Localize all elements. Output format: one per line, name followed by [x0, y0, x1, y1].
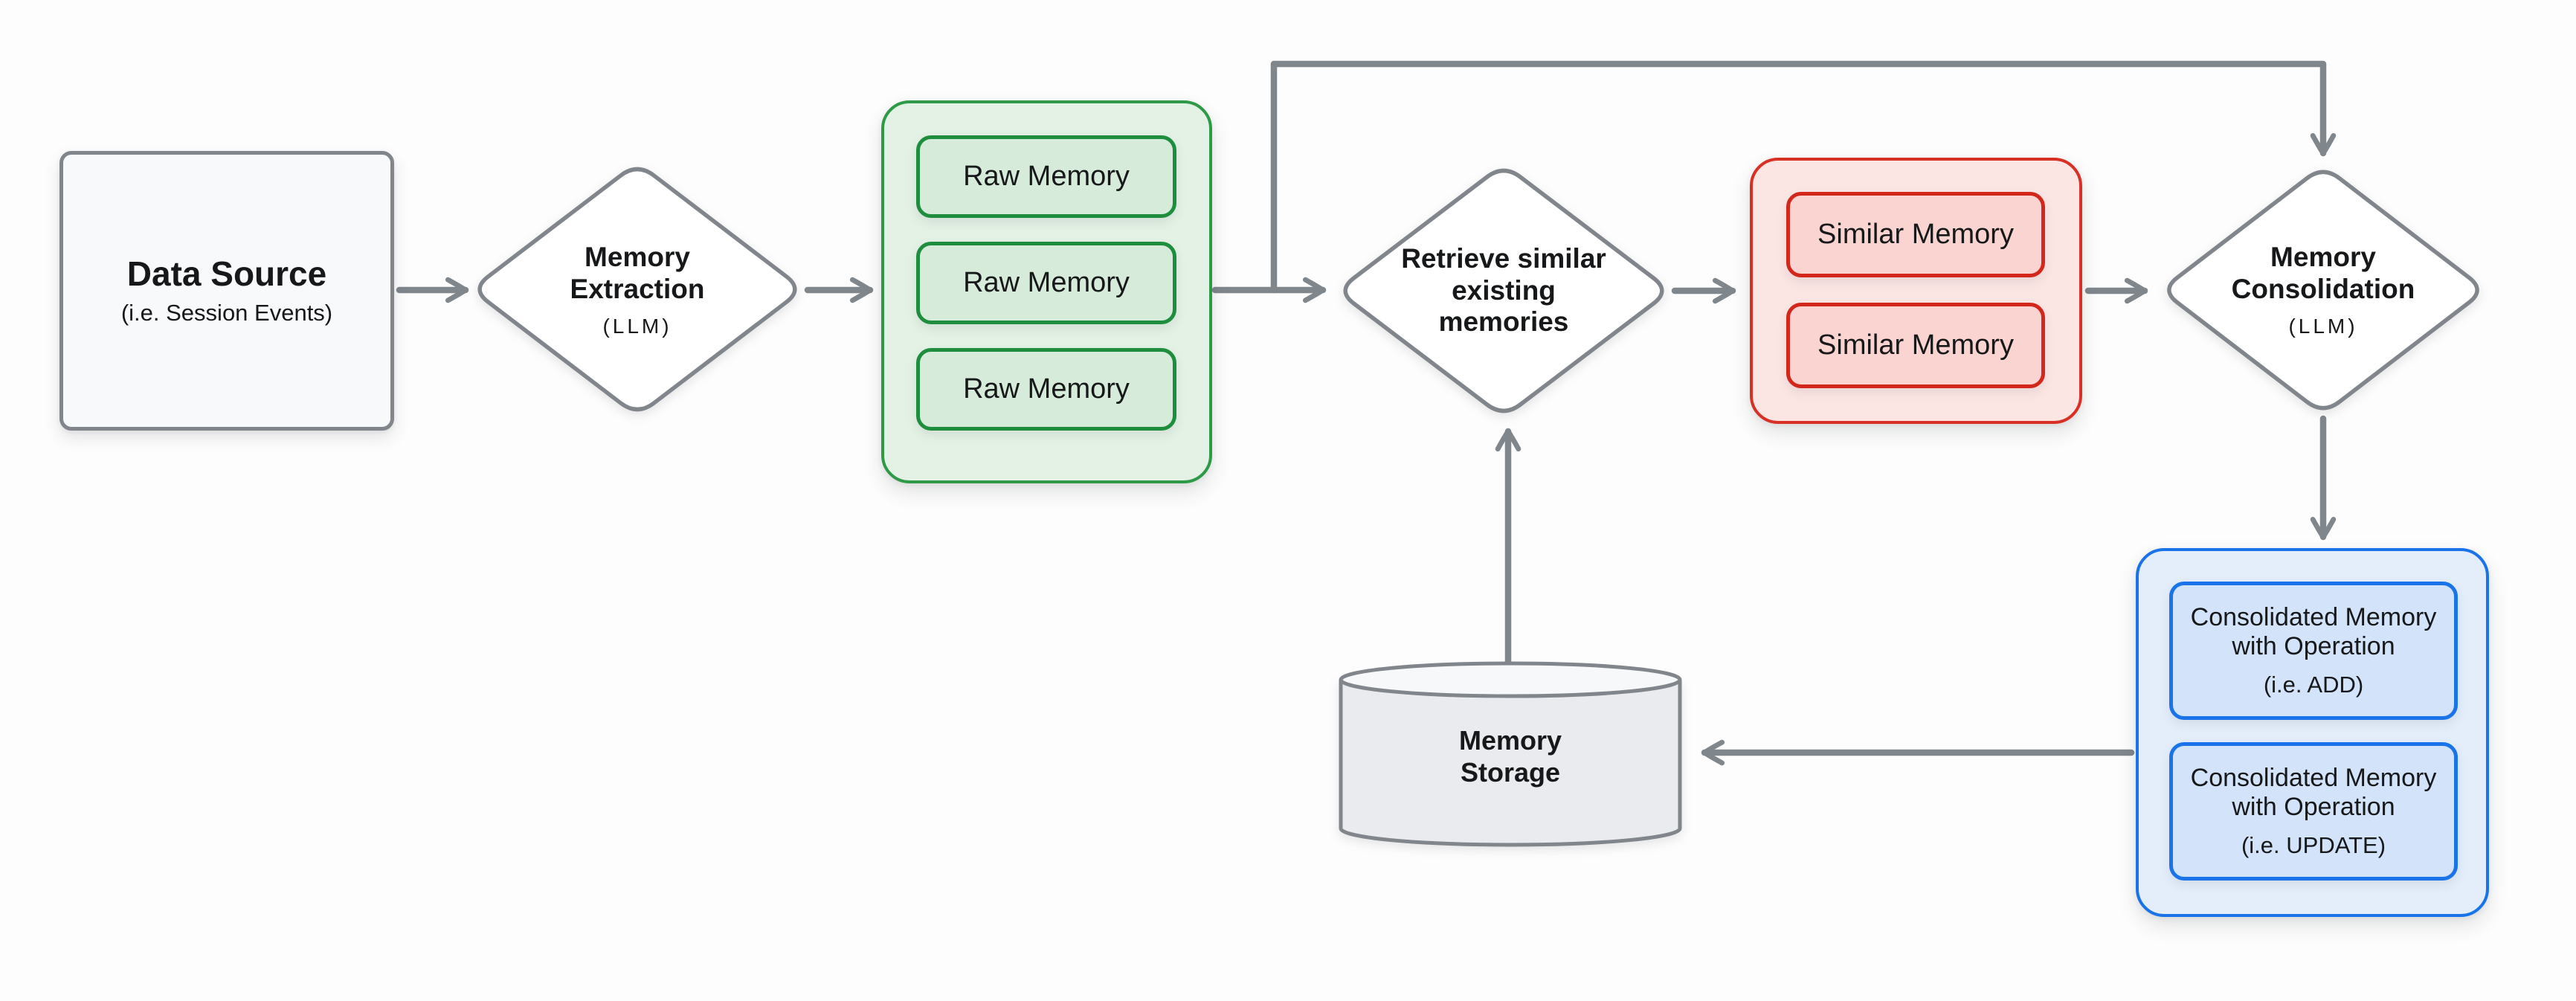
memory-storage-cylinder-body [1339, 680, 1682, 847]
similar-memory-box: Similar Memory [1786, 303, 2045, 388]
data-source-node: Data Source (i.e. Session Events) [59, 151, 394, 431]
data-source-title: Data Source [126, 254, 327, 293]
consolidated-memory-add-line2: with Operation [2232, 632, 2395, 660]
memory-consolidation-label: Memory Consolidation (LLM) [2174, 190, 2472, 390]
similar-memory-label: Similar Memory [1817, 329, 2014, 361]
memory-storage-line1: Memory [1458, 725, 1562, 756]
raw-memory-label: Raw Memory [963, 373, 1130, 405]
consolidated-memory-update-line1: Consolidated Memory [2190, 764, 2437, 792]
raw-memory-label: Raw Memory [963, 161, 1130, 192]
memory-consolidation-line1: Memory [2270, 242, 2376, 273]
retrieve-similar-label: Retrieve similar existing memories [1355, 190, 1652, 392]
memory-extraction-line1: Memory [585, 242, 690, 273]
retrieve-similar-line1: Retrieve similar [1401, 242, 1606, 274]
data-source-subtitle: (i.e. Session Events) [120, 300, 333, 326]
raw-memory-box: Raw Memory [916, 242, 1176, 324]
similar-memory-label: Similar Memory [1817, 219, 2014, 250]
memory-extraction-diamond [477, 167, 797, 412]
retrieve-similar-line3: memories [1438, 306, 1569, 338]
similar-memory-box: Similar Memory [1786, 192, 2045, 277]
consolidated-memory-update-subtitle: (i.e. UPDATE) [2241, 832, 2386, 858]
raw-memory-box: Raw Memory [916, 135, 1176, 218]
raw-memory-box: Raw Memory [916, 348, 1176, 431]
retrieve-similar-diamond [1343, 168, 1664, 413]
memory-consolidation-subtitle: (LLM) [2288, 314, 2358, 338]
arrow-rawmemory-to-consolidation-loop [1270, 60, 2337, 294]
consolidated-memory-update-line2: with Operation [2232, 793, 2395, 821]
memory-storage-cylinder-top [1339, 661, 1682, 698]
raw-memory-group: Raw Memory Raw Memory Raw Memory [881, 100, 1212, 483]
consolidated-memory-add-subtitle: (i.e. ADD) [2263, 672, 2364, 698]
consolidated-memory-group: Consolidated Memory with Operation (i.e.… [2136, 548, 2489, 917]
memory-consolidation-line2: Consolidation [2231, 274, 2415, 304]
similar-memory-group: Similar Memory Similar Memory [1750, 158, 2082, 424]
memory-extraction-subtitle: (LLM) [602, 314, 672, 338]
consolidated-memory-add-box: Consolidated Memory with Operation (i.e.… [2169, 582, 2458, 720]
memory-extraction-line2: Extraction [570, 274, 705, 304]
memory-storage-label: Memory Storage [1362, 695, 1659, 818]
memory-consolidation-diamond [2167, 170, 2479, 411]
retrieve-similar-line2: existing [1452, 274, 1556, 306]
consolidated-memory-add-line1: Consolidated Memory [2190, 603, 2437, 631]
consolidated-memory-update-box: Consolidated Memory with Operation (i.e.… [2169, 742, 2458, 881]
memory-storage-line2: Storage [1460, 756, 1561, 788]
raw-memory-label: Raw Memory [963, 267, 1130, 298]
memory-extraction-label: Memory Extraction (LLM) [489, 186, 786, 394]
